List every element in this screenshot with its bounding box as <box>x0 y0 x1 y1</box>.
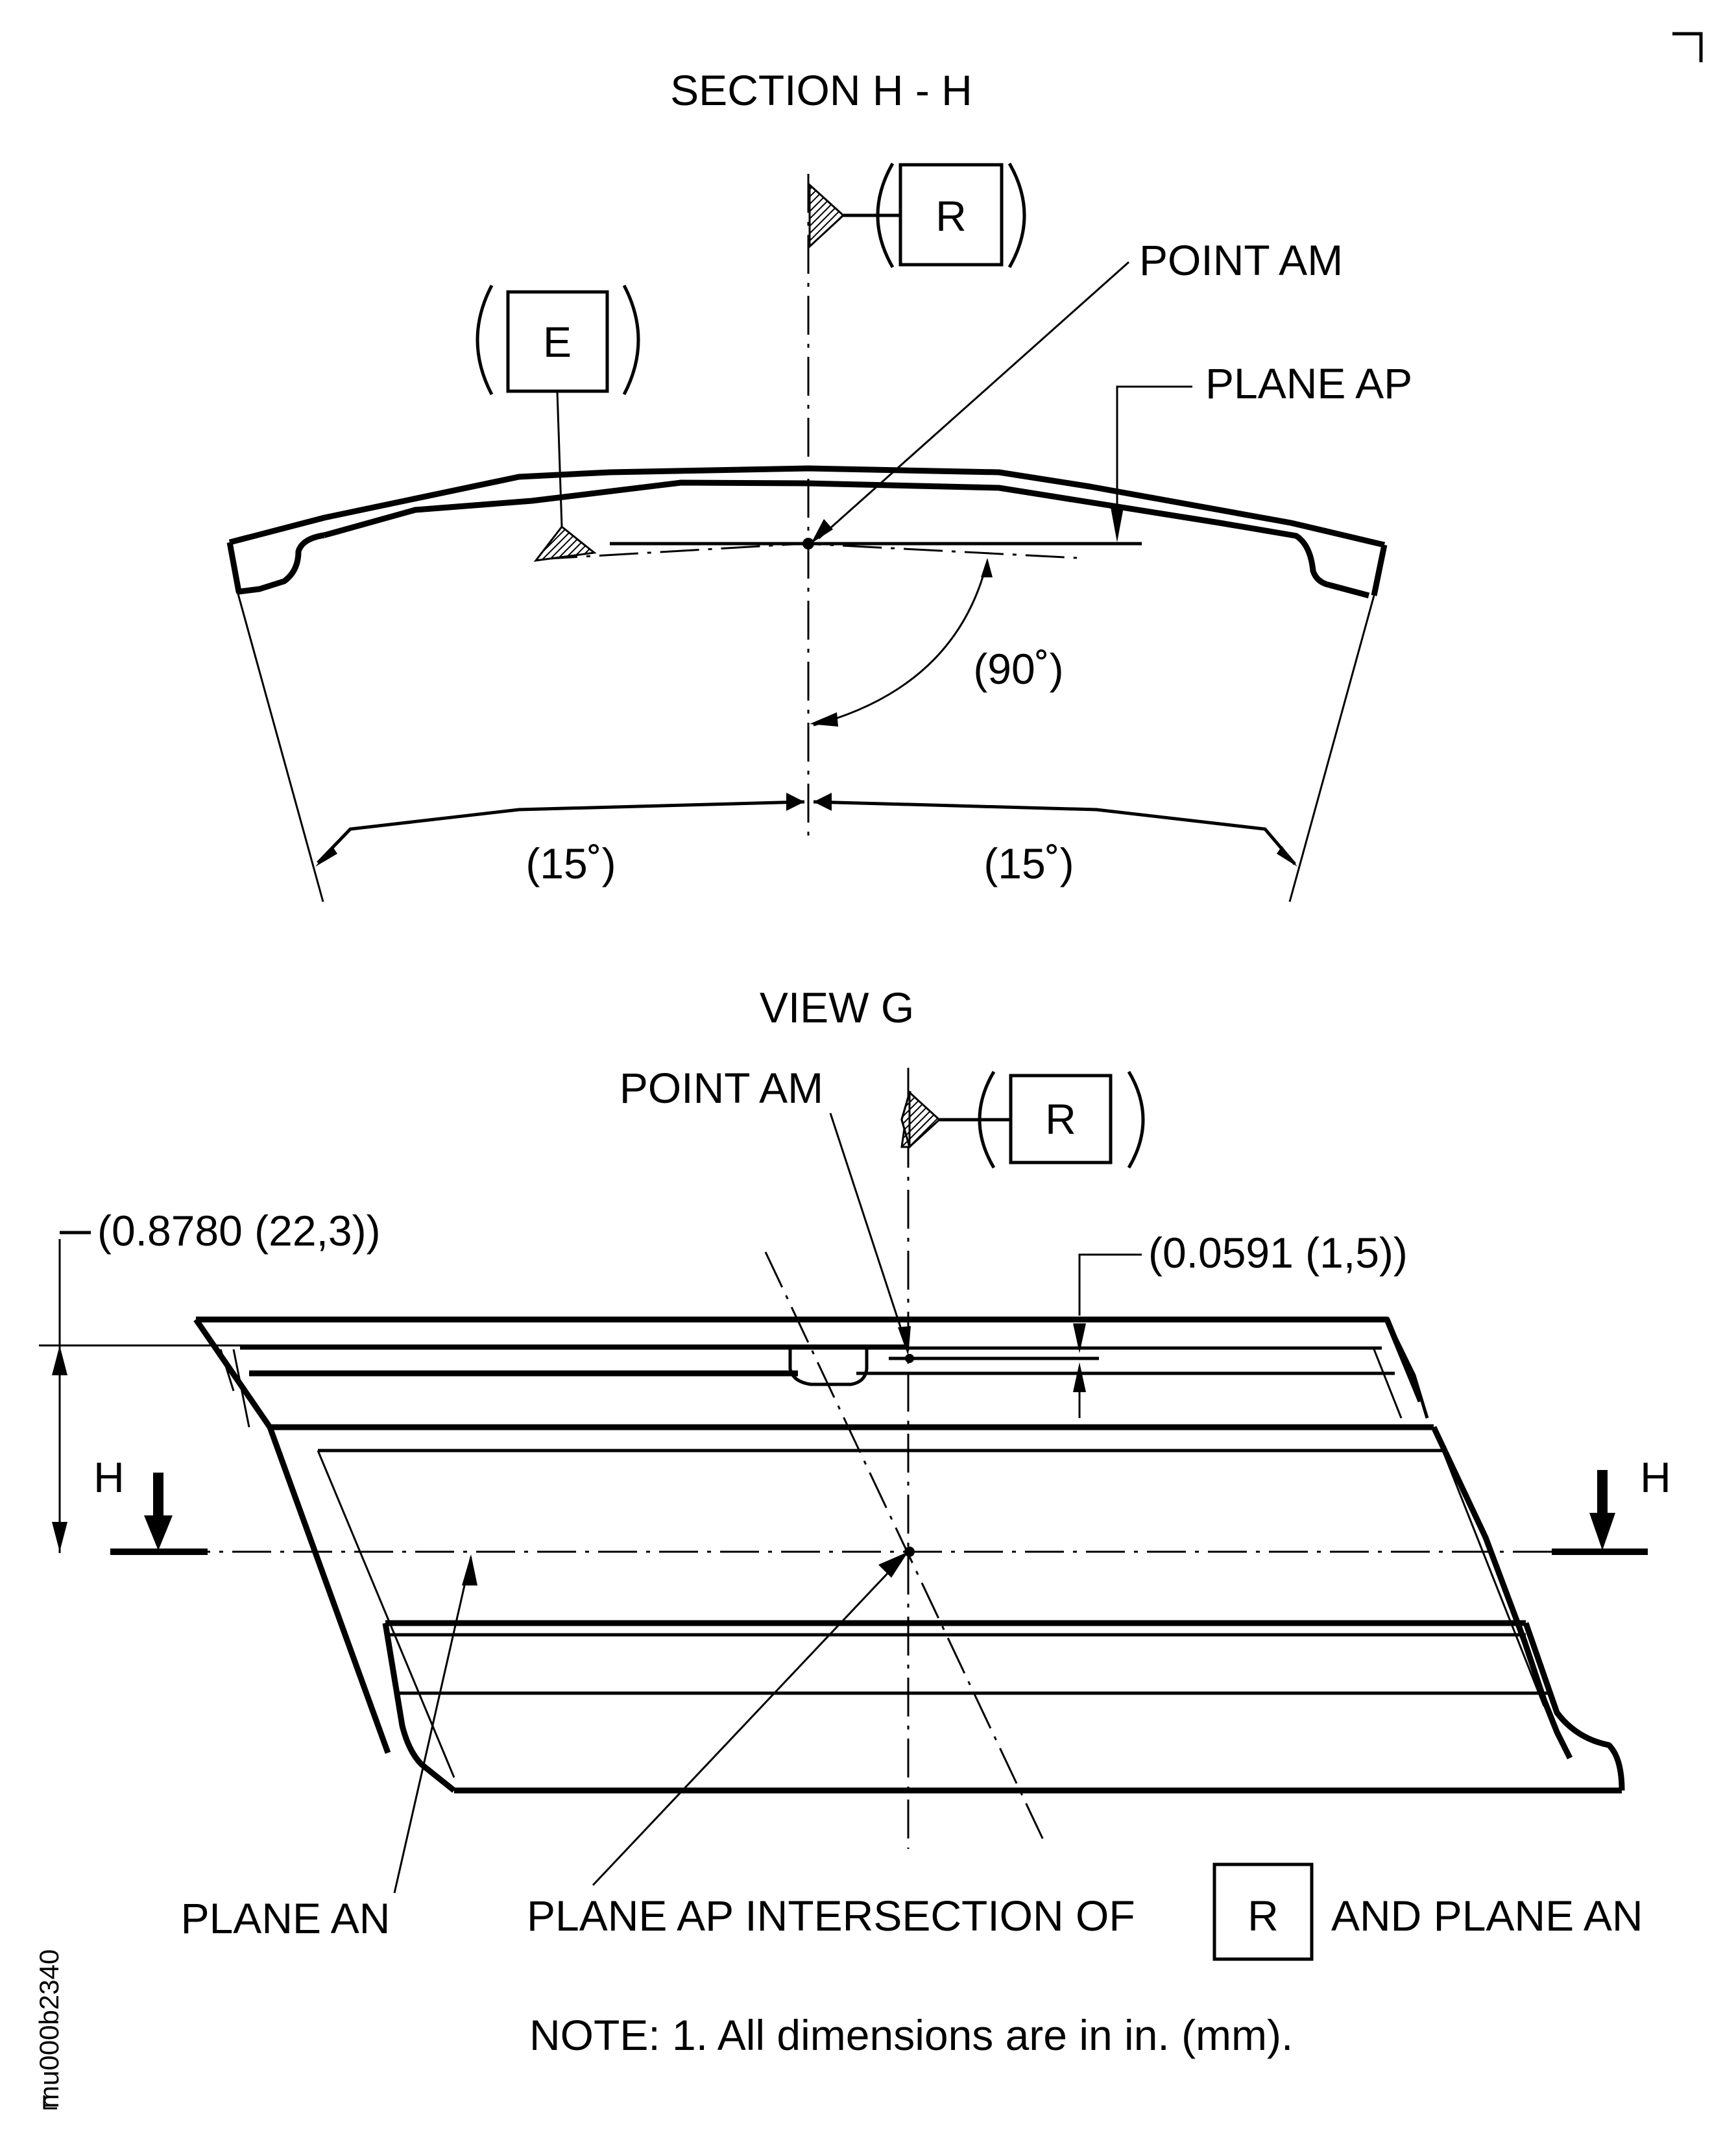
point-am-label: POINT AM <box>1139 236 1343 284</box>
figure-id: mu000b2340 <box>34 1949 64 2108</box>
extension-line-left <box>236 591 324 902</box>
plane-an-leader <box>393 1556 472 1894</box>
crop-mark <box>1672 32 1703 62</box>
datum-triangle-icon <box>533 525 597 562</box>
datum-e-symbol: E <box>476 284 640 562</box>
section-arrow-left <box>144 1473 173 1550</box>
section-arrow-right <box>1589 1470 1615 1550</box>
datum-r-view: R <box>908 1070 1145 1169</box>
paren-left <box>876 162 895 269</box>
figure-id-mark <box>43 2095 57 2110</box>
note-text: NOTE: 1. All dimensions are in in. (mm). <box>529 2011 1293 2059</box>
section-profile <box>226 465 1388 599</box>
section-title: SECTION H - H <box>670 66 972 114</box>
section-mark-left: H <box>93 1453 125 1501</box>
datum-triangle-icon <box>808 182 845 249</box>
tangent-line <box>538 542 1078 560</box>
angle-90-arc <box>813 565 987 727</box>
datum-triangle-icon <box>908 1090 941 1150</box>
plane-ap-leader <box>1116 385 1192 512</box>
section-mark-right: H <box>1640 1453 1671 1501</box>
paren-right <box>1007 162 1026 269</box>
plane-ap-label: PLANE AP <box>1205 359 1412 407</box>
plane-ap-caption-prefix: PLANE AP INTERSECTION OF <box>527 1892 1135 1940</box>
angle-15-arc-left <box>317 800 805 864</box>
dim-height-label: (0.8780 (22,3)) <box>97 1207 381 1255</box>
angle-90-label: (90˚) <box>973 645 1063 693</box>
datum-r-label: R <box>1045 1095 1076 1143</box>
angle-15-label-left: (15˚) <box>525 839 616 887</box>
dim-offset-leader <box>1078 1253 1142 1316</box>
view-title: VIEW G <box>760 983 914 1031</box>
datum-e-label: E <box>543 318 572 366</box>
datum-box <box>898 163 1004 267</box>
angle-15-arc-right <box>813 800 1296 865</box>
dim-offset-label: (0.0591 (1,5)) <box>1148 1229 1408 1277</box>
extension-line-right <box>1288 595 1375 902</box>
point-am-leader <box>818 261 1129 540</box>
view-point-am-leader <box>829 1113 908 1347</box>
caption-datum-label: R <box>1248 1892 1279 1940</box>
plane-an-label: PLANE AN <box>181 1894 391 1942</box>
datum-r-symbol-top: R <box>808 162 1026 269</box>
view-point-am-label: POINT AM <box>620 1064 823 1112</box>
datum-box <box>1009 1074 1113 1164</box>
datum-r-label: R <box>935 192 967 240</box>
plane-ap-caption-suffix: AND PLANE AN <box>1331 1892 1643 1940</box>
view-part-outline <box>193 1316 1625 1794</box>
angle-15-label-right: (15˚) <box>983 839 1074 887</box>
notch <box>788 1348 869 1386</box>
oblique-centerline <box>764 1251 1046 1843</box>
view-point-am-dot <box>905 1354 914 1363</box>
plane-ap-intersection-leader <box>592 1556 904 1886</box>
intersection-dot <box>904 1547 915 1557</box>
caption-datum-box <box>1212 1862 1314 1961</box>
